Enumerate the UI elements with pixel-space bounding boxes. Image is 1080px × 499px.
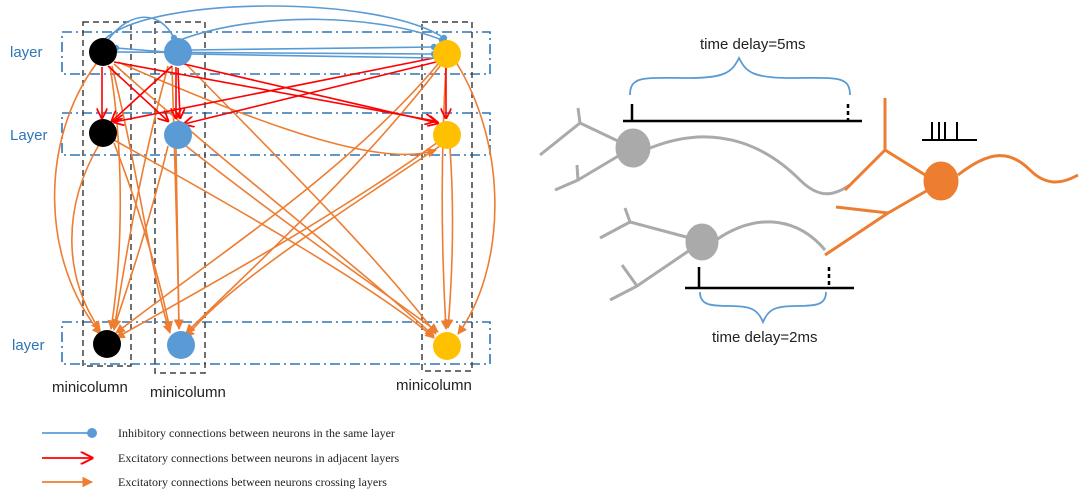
- minicolumn-box-2: [154, 21, 206, 374]
- brace-bottom: [699, 291, 827, 325]
- layer-label-bottom: layer: [12, 337, 45, 354]
- minicolumn-label-3: minicolumn: [396, 377, 472, 394]
- legend-dot: [87, 428, 97, 438]
- neuron-black-middle: [89, 119, 117, 147]
- soma-bottom: [685, 223, 719, 261]
- neuron-black-bottom: [93, 330, 121, 358]
- layer-box-top: [61, 31, 491, 75]
- brace-top: [629, 55, 851, 96]
- soma-top: [615, 128, 651, 168]
- inhibitory-connections: [103, 5, 448, 59]
- legend: Inhibitory connections between neurons i…: [42, 426, 400, 489]
- legend-label-adjacent: Excitatory connections between neurons i…: [118, 451, 400, 465]
- layer-label-middle: Layer: [10, 127, 48, 144]
- excitatory-adjacent-connections: [102, 57, 446, 124]
- minicolumn-label-2: minicolumn: [150, 384, 226, 401]
- network-diagram: layer Layer layer minicolumn minicolumn …: [10, 5, 496, 401]
- neuron-blue-bottom: [167, 331, 195, 359]
- minicolumn-label-1: minicolumn: [52, 379, 128, 396]
- legend-label-inhibitory: Inhibitory connections between neurons i…: [118, 426, 395, 440]
- minicolumn-box-1: [82, 21, 132, 367]
- neurons: [89, 38, 461, 360]
- neuron-yellow-middle: [433, 121, 461, 149]
- legend-item-adjacent: Excitatory connections between neurons i…: [42, 451, 400, 465]
- excitatory-crossing-connections: [53, 61, 496, 339]
- minicolumn-box-3: [421, 21, 473, 372]
- neuron-yellow-bottom: [433, 332, 461, 360]
- neuron-blue-middle: [164, 121, 192, 149]
- presynaptic-neuron-bottom: [599, 207, 827, 302]
- layer-box-bottom: [61, 321, 491, 365]
- postsynaptic-neuron: [824, 98, 1079, 257]
- spike-train-top: [623, 104, 862, 123]
- neuron-blue-top: [164, 38, 192, 66]
- layer-label-top: layer: [10, 44, 43, 61]
- presynaptic-neuron-top: [539, 107, 851, 196]
- delay-label-top: time delay=5ms: [700, 36, 805, 53]
- legend-item-inhibitory: Inhibitory connections between neurons i…: [42, 426, 395, 440]
- soma-postsynaptic: [923, 161, 959, 201]
- delay-label-bottom: time delay=2ms: [712, 329, 817, 346]
- neuron-yellow-top: [433, 40, 461, 68]
- neuron-black-top: [89, 38, 117, 66]
- legend-item-crossing: Excitatory connections between neurons c…: [42, 475, 387, 489]
- timing-diagram: time delay=5ms: [539, 36, 1079, 346]
- output-spike-train: [922, 122, 977, 141]
- legend-label-crossing: Excitatory connections between neurons c…: [118, 475, 387, 489]
- spike-train-bottom: [685, 267, 854, 290]
- minicolumn-boxes: [82, 21, 473, 374]
